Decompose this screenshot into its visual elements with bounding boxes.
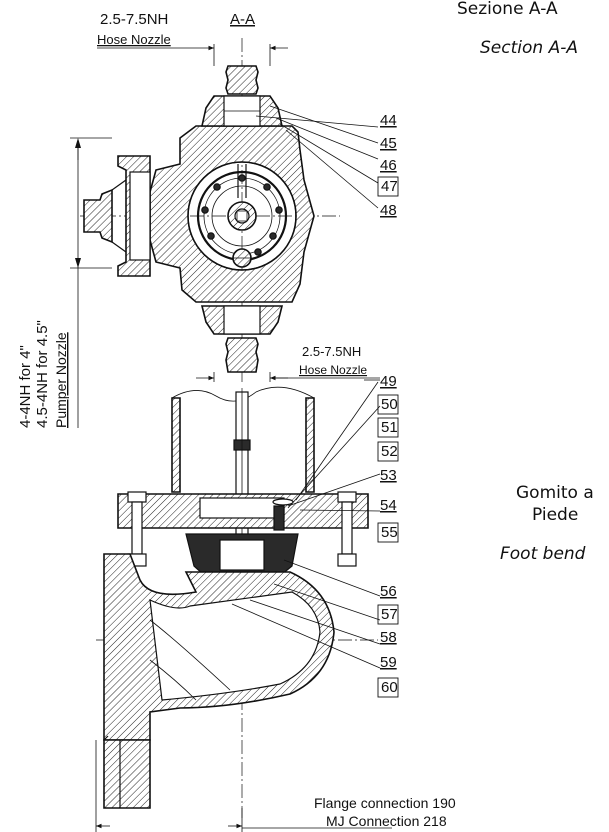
- part-45: 45: [380, 135, 397, 152]
- part-57: 57: [381, 606, 398, 623]
- bottom-hose-nozzle: [200, 305, 284, 373]
- part-50: 50: [381, 396, 398, 413]
- leader-lines: [231, 105, 381, 669]
- mj-connection-dim: MJ Connection 218: [326, 813, 447, 829]
- caption-section: Section A-A: [480, 38, 578, 58]
- disc-bolt-holes: [201, 174, 283, 256]
- part-47: 47: [381, 178, 398, 195]
- part-55: 55: [381, 524, 398, 541]
- caption-foot-bend: Foot bend: [500, 544, 586, 564]
- part-49: 49: [380, 373, 397, 390]
- part-51: 51: [381, 419, 398, 436]
- pumper-line-3: Pumper Nozzle: [53, 332, 69, 428]
- left-pumper-nozzle: [83, 155, 151, 277]
- part-56: 56: [380, 583, 397, 600]
- caption-gomito: Gomito a: [516, 483, 594, 503]
- part-59: 59: [380, 654, 397, 671]
- pumper-line-1: 4-4NH for 4": [17, 345, 34, 428]
- caption-piede: Piede: [532, 505, 578, 525]
- top-hose-name: Hose Nozzle: [97, 32, 171, 47]
- caption-sezione: Sezione A-A: [457, 0, 558, 19]
- section-marker: A-A: [230, 11, 255, 28]
- part-53: 53: [380, 467, 397, 484]
- part-44: 44: [380, 112, 397, 129]
- top-hose-thread: 2.5-7.5NH: [100, 11, 168, 28]
- part-number-labels: 44 45 46 47 48 49 50 51 52 53 54 55 56 5…: [380, 112, 398, 696]
- part-54: 54: [380, 497, 397, 514]
- part-number-boxes: [377, 176, 399, 698]
- stem-hub: [227, 164, 257, 268]
- part-48: 48: [380, 202, 397, 219]
- section-a-a-view: [70, 38, 380, 428]
- part-60: 60: [381, 679, 398, 696]
- part-52: 52: [381, 443, 398, 460]
- foot-bend-view: [95, 386, 392, 832]
- bottom-hose-name: Hose Nozzle: [299, 363, 367, 377]
- pumper-nozzle-label: 4-4NH for 4" 4.5-4NH for 4.5" Pumper Noz…: [17, 320, 69, 428]
- part-46: 46: [380, 157, 397, 174]
- top-hose-nozzle: [201, 65, 283, 127]
- pumper-line-2: 4.5-4NH for 4.5": [34, 320, 51, 428]
- flange-connection-dim: Flange connection 190: [314, 795, 456, 811]
- bottom-hose-thread: 2.5-7.5NH: [302, 344, 361, 359]
- part-58: 58: [380, 629, 397, 646]
